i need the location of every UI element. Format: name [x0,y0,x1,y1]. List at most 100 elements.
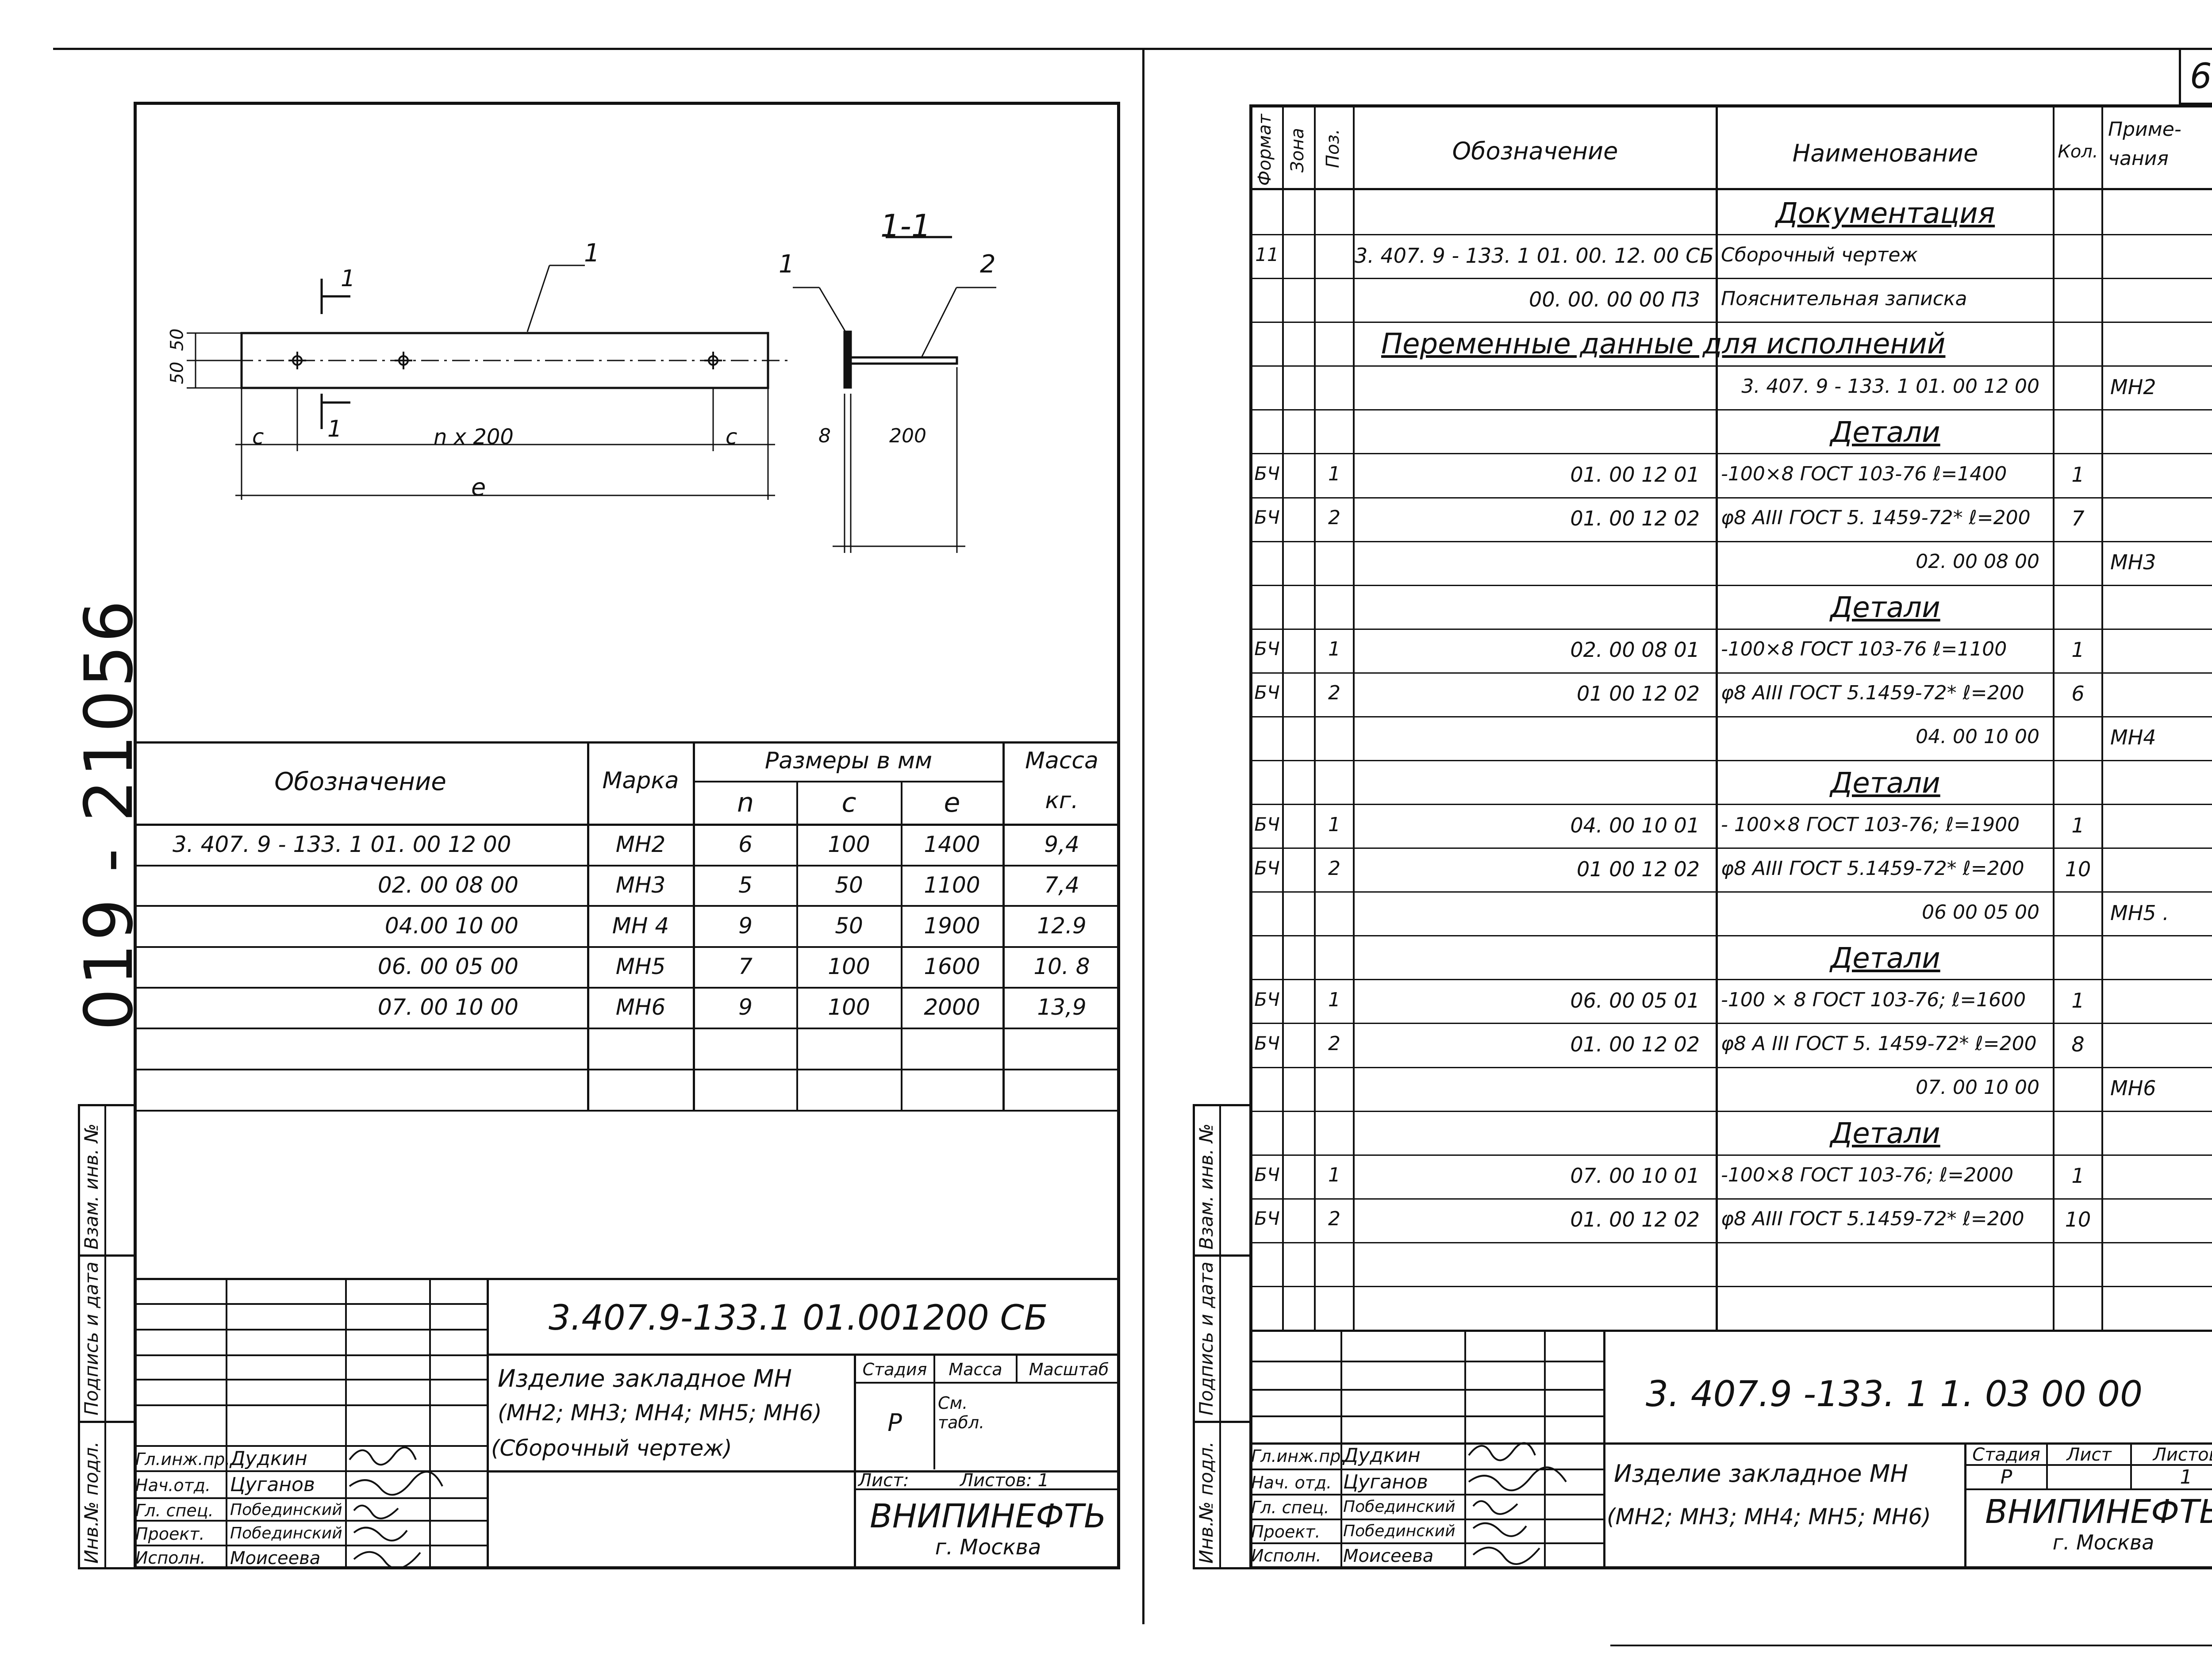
spec-note: МН3 [2110,550,2156,574]
spec-row-line [1249,1111,2212,1112]
spec-h-format: Формат [1255,114,1275,186]
spec-name: - 100×8 ГОСТ 103-76; ℓ=1900 [1721,813,2020,836]
callout-1-plate: 1 [584,239,600,268]
spec-note: МН2 [2110,375,2156,399]
spec-row-line [1249,848,2212,849]
spec-pos: 2 [1328,506,1340,529]
table-header-kg: кг. [1045,787,1079,814]
spec-qty: 10 [2065,857,2091,881]
spec-format: БЧ [1254,813,1280,835]
table-header-mass: Масса [1025,748,1098,774]
left-stamp-title-2: (МН2; МН3; МН4; МН5; МН6) [498,1400,822,1426]
spec-qty: 1 [2071,813,2085,837]
spec-name: -100×8 ГОСТ 103-76; ℓ=2000 [1721,1164,2014,1186]
spec-name: φ8 А III ГОСТ 5. 1459-72* ℓ=200 [1721,1032,2037,1055]
spec-pos: 1 [1328,1164,1340,1186]
spec-note: МН6 [2110,1076,2156,1100]
spec-designation: 3. 407. 9 - 133. 1 01. 00. 12. 00 СБ [1355,244,1714,268]
right-stamp-sheets: 1 [2180,1466,2193,1488]
spec-row-line [1249,716,2212,717]
spec-row-line [1249,234,2212,235]
spec-name: 3. 407. 9 - 133. 1 01. 00 12 00 [1741,375,2039,398]
right-side-inv: Инв.№ подл. [1195,1441,1217,1564]
dim-200: 200 [889,425,926,447]
spec-format: 11 [1255,244,1279,265]
spec-format: БЧ [1254,1164,1280,1185]
spec-pos: 1 [1328,989,1340,1011]
right-stamp-city: г. Москва [2052,1530,2154,1554]
table-header-n: n [737,787,754,818]
spec-format: БЧ [1254,506,1280,528]
spec-name: φ8 АIII ГОСТ 5.1459-72* ℓ=200 [1721,682,2024,704]
table-header-dims: Размеры в мм [764,748,933,774]
left-stamp-title-1: Изделие закладное МН [498,1365,792,1392]
left-side-podpis: Подпись и дата [81,1262,102,1415]
spec-format: БЧ [1254,682,1280,703]
spec-name: -100 × 8 ГОСТ 103-76; ℓ=1600 [1721,989,2026,1011]
spec-designation: 01 00 12 02 [1577,857,1700,881]
spec-h-pos: Поз. [1323,129,1343,168]
spec-designation: 01. 00 12 01 [1570,463,1700,487]
right-stamp-stage: Р [2000,1466,2012,1488]
right-side-podpis: Подпись и дата [1195,1262,1217,1415]
dim-8: 8 [818,425,831,447]
spec-row-line [1249,629,2212,630]
spec-name: 06 00 05 00 [1922,901,2039,924]
spec-format: БЧ [1254,989,1280,1010]
left-side-inv: Инв.№ подл. [81,1441,102,1564]
spec-row-line [1249,365,2212,367]
spec-row-line [1249,1067,2212,1068]
left-sheet-frame [134,102,1120,1569]
right-stamp-code: 3. 407.9 -133. 1 1. 03 00 00 [1646,1373,2143,1415]
left-side-strip-border [78,1104,80,1569]
left-stamp-mass: См. табл. [938,1393,985,1432]
spec-designation: 01. 00 12 02 [1570,1032,1700,1056]
spec-name: Детали [1830,416,1940,449]
spec-name: 04. 00 10 00 [1916,725,2039,748]
left-stamp-sheet: Лист: [858,1470,909,1491]
spec-pos: 2 [1328,1208,1340,1230]
spec-name: Пояснительная записка [1721,288,1967,310]
spec-row-line [1249,1023,2212,1024]
spec-pos: 1 [1328,638,1340,660]
callout-2-section: 2 [980,250,996,279]
spec-note: МН5 . [2110,901,2169,925]
spec-row-line [1249,891,2212,893]
dim-50b: 50 [167,361,188,384]
spec-name: φ8 АIII ГОСТ 5.1459-72* ℓ=200 [1721,857,2024,880]
top-border-line [53,48,2212,50]
spec-name: φ8 АIII ГОСТ 5. 1459-72* ℓ=200 [1721,506,2031,529]
spec-row-line [1249,1242,2212,1243]
spec-designation: 01 00 12 02 [1577,682,1700,706]
spec-designation: 00. 00. 00 00 ПЗ [1529,288,1700,311]
spec-format: БЧ [1254,1208,1280,1229]
section-label: 1-1 [880,208,931,244]
spec-note: МН4 [2110,725,2156,749]
left-stamp-sheets: Листов: 1 [960,1470,1049,1491]
spec-row-line [1249,935,2212,936]
right-stamp-title-2: (МН2; МН3; МН4; МН5; МН6) [1607,1504,1931,1530]
left-side-vzam: Взам. инв. № [81,1123,102,1250]
left-stamp-title-3: (Сборочный чертеж) [491,1435,732,1461]
dim-c-left: c [252,425,264,449]
spec-qty: 1 [2071,989,2085,1012]
spec-name: -100×8 ГОСТ 103-76 ℓ=1100 [1721,638,2007,660]
page-number: 67 [2190,57,2212,96]
dim-n200: n x 200 [434,425,514,449]
spec-name: φ8 АIII ГОСТ 5.1459-72* ℓ=200 [1721,1208,2024,1230]
spec-name: -100×8 ГОСТ 103-76 ℓ=1400 [1721,463,2007,485]
spec-pos: 2 [1328,682,1340,704]
table-header-mark: Марка [602,767,679,794]
spec-row-line [1249,541,2212,542]
table-header-designation: Обозначение [274,767,446,796]
sheet-divider [1142,50,1144,1624]
spec-qty: 8 [2071,1032,2085,1056]
spec-row-line [1249,672,2212,674]
right-stamp-h-stage: Стадия [1972,1445,2040,1465]
spec-name: Сборочный чертеж [1721,244,1918,266]
spec-designation: 04. 00 10 01 [1570,813,1700,837]
right-stamp-h-sheets: Листов [2153,1445,2212,1465]
spec-qty: 1 [2071,463,2085,487]
table-header-e: e [944,787,960,818]
spec-row-line [1249,760,2212,761]
